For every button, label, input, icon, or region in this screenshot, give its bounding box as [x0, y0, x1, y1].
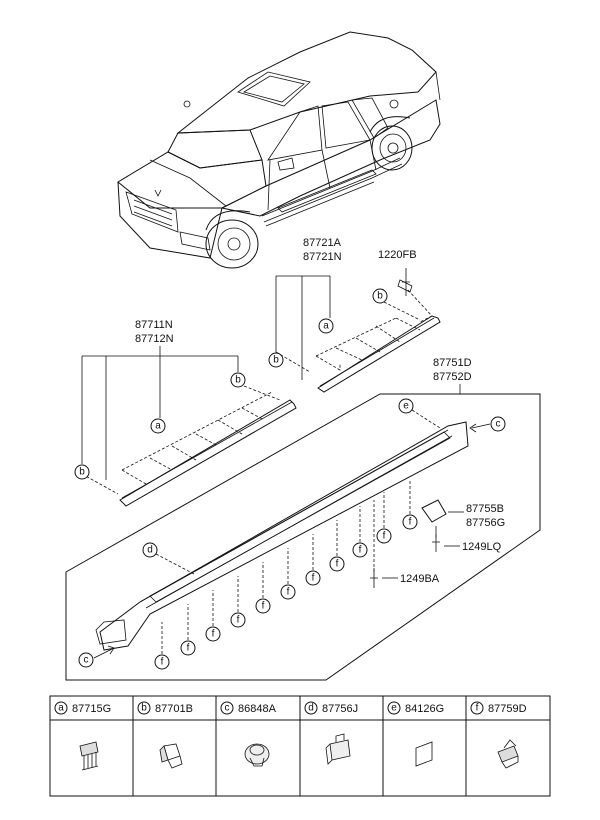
label-1249LQ: 1249LQ: [462, 541, 502, 553]
legend-part-b: 87701B: [155, 703, 193, 715]
svg-text:b: b: [79, 467, 85, 478]
svg-text:f: f: [336, 559, 339, 570]
legend-part-d: 87756J: [322, 703, 358, 715]
svg-text:f: f: [409, 517, 412, 528]
svg-text:e: e: [391, 703, 397, 714]
legend-part-a: 87715G: [72, 703, 111, 715]
svg-text:d: d: [308, 703, 314, 714]
svg-text:c: c: [84, 655, 89, 666]
svg-text:f: f: [212, 629, 215, 640]
label-87721N: 87721N: [303, 251, 342, 263]
molding-87721-group: 87721A 87721N 1220FB b a b: [268, 237, 441, 393]
label-87711N: 87711N: [135, 319, 173, 331]
svg-text:f: f: [312, 573, 315, 584]
callout-b-mid-left: [74, 464, 90, 480]
callout-b-upper-left: [268, 352, 284, 368]
callout-a-upper: [318, 318, 334, 334]
svg-text:b: b: [141, 703, 147, 714]
svg-text:f: f: [359, 545, 362, 556]
legend-cell-a: a 87715G: [54, 701, 111, 715]
svg-text:f: f: [187, 643, 190, 654]
callout-b-upper: [372, 288, 388, 304]
svg-text:b: b: [235, 375, 241, 386]
legend-part-f: 87759D: [488, 703, 527, 715]
pad-icon: [415, 741, 433, 767]
label-87721A: 87721A: [303, 237, 342, 249]
legend-cell-e: e 84126G: [387, 701, 444, 715]
callout-e: [398, 398, 414, 414]
svg-text:a: a: [58, 703, 64, 714]
svg-text:f: f: [237, 615, 240, 626]
push-clip-icon: [79, 741, 99, 771]
svg-text:a: a: [323, 321, 329, 332]
svg-text:f: f: [161, 657, 164, 668]
callout-b-mid: [230, 372, 246, 388]
label-1249BA: 1249BA: [400, 573, 440, 585]
label-87755B: 87755B: [466, 503, 504, 515]
svg-text:f: f: [383, 531, 386, 542]
label-87752D: 87752D: [433, 371, 472, 383]
svg-text:a: a: [155, 421, 161, 432]
svg-text:c: c: [225, 703, 230, 714]
label-87751D: 87751D: [433, 357, 472, 369]
svg-text:f: f: [476, 703, 479, 714]
legend-part-e: 84126G: [405, 703, 444, 715]
svg-text:d: d: [147, 545, 153, 556]
callout-f-series: f f f f f f f f f f f: [154, 480, 418, 670]
rivet-clip-icon: [497, 739, 519, 769]
callout-c-right: [490, 416, 506, 432]
legend-cell-c: c 86848A: [220, 701, 277, 715]
legend-cell-b: b 87701B: [137, 701, 193, 715]
svg-text:e: e: [403, 401, 409, 412]
label-87712N: 87712N: [135, 333, 174, 345]
callout-c-left: [78, 652, 94, 668]
side-sill-group: 87751D 87752D e c d c f f f f: [65, 357, 541, 681]
svg-text:f: f: [262, 601, 265, 612]
legend-cell-d: d 87756J: [304, 701, 358, 715]
legend-part-c: 86848A: [238, 703, 277, 715]
molding-87711-group: 87711N 87712N b a b: [74, 319, 297, 507]
tab-clip-icon: [325, 733, 351, 765]
legend-table: a 87715G b 87701B c 86848A d 87756J e 84…: [49, 695, 551, 797]
svg-text:c: c: [496, 419, 501, 430]
round-grommet-icon: [244, 743, 270, 767]
label-87756G: 87756G: [466, 517, 505, 529]
callout-a-mid: [150, 418, 166, 434]
legend-cell-f: f 87759D: [470, 701, 527, 715]
svg-text:b: b: [377, 291, 383, 302]
car-illustration: [117, 31, 441, 269]
svg-text:f: f: [287, 587, 290, 598]
svg-text:b: b: [273, 355, 279, 366]
square-clip-icon: [159, 743, 183, 769]
callout-d: [142, 542, 158, 558]
label-1220FB: 1220FB: [378, 249, 417, 261]
